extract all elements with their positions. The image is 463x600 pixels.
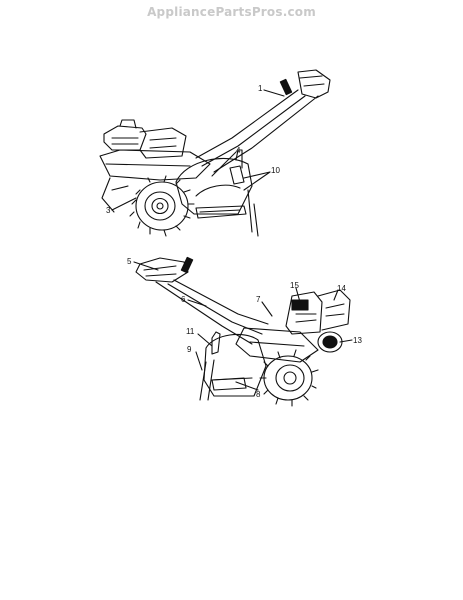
callout-line-6 — [187, 299, 207, 307]
callout-label-8: 8 — [256, 390, 261, 399]
callout-label-6: 6 — [181, 295, 186, 304]
callout-line-5 — [133, 261, 159, 271]
callout-label-13: 13 — [353, 336, 362, 345]
callout-label-4: 4 — [236, 146, 241, 155]
callout-line-3 — [111, 197, 137, 211]
callout-label-14: 14 — [337, 284, 346, 293]
callout-line-9 — [195, 351, 203, 371]
callout-line-11 — [197, 333, 213, 347]
watermark: AppliancePartsPros.com — [147, 5, 316, 19]
callout-line-8 — [235, 381, 259, 391]
callout-label-5: 5 — [127, 257, 132, 266]
callout-line-7 — [261, 301, 273, 317]
callout-line-10 — [243, 171, 271, 191]
callout-label-11: 11 — [186, 327, 195, 336]
callout-line-1 — [263, 89, 285, 97]
callout-label-10: 10 — [271, 166, 280, 175]
callout-line-14 — [333, 289, 339, 301]
bottom-tiller-illustration — [135, 256, 351, 407]
callout-line-4 — [211, 151, 237, 177]
callout-label-9: 9 — [187, 345, 192, 354]
callout-line-15 — [295, 287, 301, 303]
callout-line-13 — [339, 339, 353, 343]
callout-label-7: 7 — [256, 295, 261, 304]
top-tiller-illustration — [99, 69, 331, 237]
callout-label-15: 15 — [290, 281, 299, 290]
callout-label-1: 1 — [258, 84, 263, 93]
callout-label-3: 3 — [106, 206, 111, 215]
